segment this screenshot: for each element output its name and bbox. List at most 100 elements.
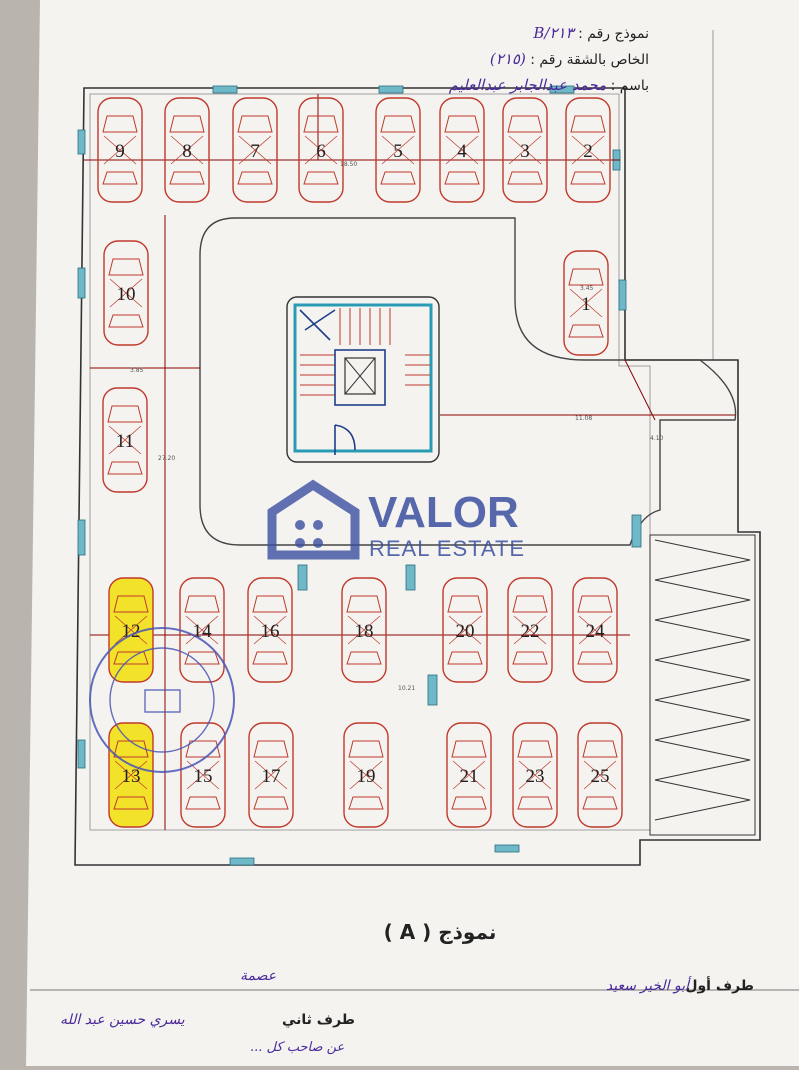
- parking-spot-19: 19: [343, 722, 389, 828]
- model-number-row: نموذج رقم : B/۲۱٣: [533, 24, 649, 42]
- parking-spot-number: 14: [193, 621, 213, 642]
- second-party-label: طرف ثاني: [282, 1012, 355, 1028]
- owner-name: محمد عبدالجابر عبدالعليم: [448, 76, 607, 94]
- owner-label: باسم :: [610, 78, 649, 94]
- parking-spot-23: 23: [512, 722, 558, 828]
- site-boundary: [74, 87, 761, 866]
- parking-spot-10: 10: [103, 240, 149, 346]
- parking-spot-number: 18: [355, 621, 374, 642]
- parking-spot-number: 11: [116, 431, 134, 452]
- door: [334, 424, 356, 455]
- apartment-label: الخاص بالشقة رقم :: [530, 52, 649, 68]
- parking-spot-number: 7: [250, 141, 260, 162]
- owner-row: باسم : محمد عبدالجابر عبدالعليم: [449, 76, 649, 94]
- model-number-value: B/۲۱٣: [533, 24, 574, 42]
- dim-right-side: 4.10: [650, 435, 664, 442]
- first-party-label: طرف أول: [685, 978, 754, 994]
- model-number-label: نموذج رقم :: [578, 26, 649, 42]
- parking-spot-number: 22: [521, 621, 540, 642]
- stair-core: [286, 296, 440, 463]
- parking-spot-number: 6: [316, 141, 326, 162]
- dim-bottom-center: 10.21: [398, 685, 415, 692]
- ramp: [649, 534, 756, 836]
- car-outline: [572, 577, 618, 683]
- parking-spot-number: 21: [460, 766, 479, 787]
- parking-spot-20: 20: [442, 577, 488, 683]
- dim-spot1: 3.45: [580, 285, 594, 292]
- car-outline: [248, 722, 294, 828]
- car-outline: [97, 97, 143, 203]
- watermark-logo: [267, 479, 360, 560]
- parking-spot-25: 25: [577, 722, 623, 828]
- paper: [26, 0, 799, 1066]
- car-outline: [442, 577, 488, 683]
- driveway-outline: [199, 217, 737, 546]
- dim-top: 18.50: [340, 161, 357, 168]
- car-outline: [102, 387, 148, 493]
- car-outline: [439, 97, 485, 203]
- apartment-value: (٢١٥): [489, 50, 526, 68]
- car-outline: [502, 97, 548, 203]
- watermark-brand: VALOR: [368, 488, 519, 537]
- parking-spot-5: 5: [375, 97, 421, 203]
- second-party-signature: يسري حسين عبد الله: [60, 1012, 185, 1028]
- parking-spot-2: 2: [565, 97, 611, 203]
- elevator: [344, 357, 376, 395]
- parking-spot-7: 7: [232, 97, 278, 203]
- watermark-tagline: REAL ESTATE: [369, 536, 525, 561]
- parking-spot-3: 3: [502, 97, 548, 203]
- first-party-signature: أبو الخير سعيد: [605, 978, 689, 994]
- official-stamp: [89, 627, 235, 773]
- car-outline: [164, 97, 210, 203]
- car-outline: [232, 97, 278, 203]
- parking-spot-18: 18: [341, 577, 387, 683]
- parking-spot-1: 1: [563, 250, 609, 356]
- parking-spot-number: 16: [261, 621, 280, 642]
- car-outline: [341, 577, 387, 683]
- parking-spot-11: 11: [102, 387, 148, 493]
- car-outline: [446, 722, 492, 828]
- dim-left-height: 27.20: [158, 455, 175, 462]
- parking-spot-13: 13: [108, 722, 154, 828]
- parking-spot-number: 24: [586, 621, 606, 642]
- parking-spot-number: 23: [526, 766, 545, 787]
- parking-spot-24: 24: [572, 577, 618, 683]
- dimension-lines: [84, 94, 735, 830]
- parking-spot-number: 3: [520, 141, 530, 162]
- note-top: عصمة: [240, 968, 277, 984]
- parking-spot-22: 22: [507, 577, 553, 683]
- note-bottom: عن صاحب كل ...: [250, 1040, 345, 1055]
- car-outline: [512, 722, 558, 828]
- parking-spot-9: 9: [97, 97, 143, 203]
- parking-spot-17: 17: [248, 722, 294, 828]
- car-outline: [343, 722, 389, 828]
- parking-spot-number: 20: [456, 621, 475, 642]
- parking-spot-6: 6: [298, 97, 344, 203]
- parking-spot-number: 4: [457, 141, 467, 162]
- apartment-row: الخاص بالشقة رقم : (٢١٥): [490, 50, 649, 68]
- parking-spot-number: 15: [194, 766, 213, 787]
- parking-spot-number: 5: [393, 141, 403, 162]
- parking-spot-number: 25: [591, 766, 610, 787]
- parking-spot-15: 15: [180, 722, 226, 828]
- car-outline: [565, 97, 611, 203]
- dim-left-width: 3.85: [130, 367, 144, 374]
- parking-spot-12: 12: [108, 577, 154, 683]
- parking-spot-number: 13: [122, 766, 141, 787]
- dim-center-right: 11.08: [575, 415, 592, 422]
- parking-spot-number: 10: [117, 284, 136, 305]
- parking-spot-number: 9: [115, 141, 125, 162]
- car-outline: [180, 722, 226, 828]
- car-outline: [507, 577, 553, 683]
- car-outline: [298, 97, 344, 203]
- parking-spot-21: 21: [446, 722, 492, 828]
- car-outline: [103, 240, 149, 346]
- parking-spot-number: 17: [262, 766, 281, 787]
- car-outline: [563, 250, 609, 356]
- model-title: نموذج ( A ): [383, 920, 497, 944]
- car-outline: [577, 722, 623, 828]
- parking-spot-number: 2: [583, 141, 593, 162]
